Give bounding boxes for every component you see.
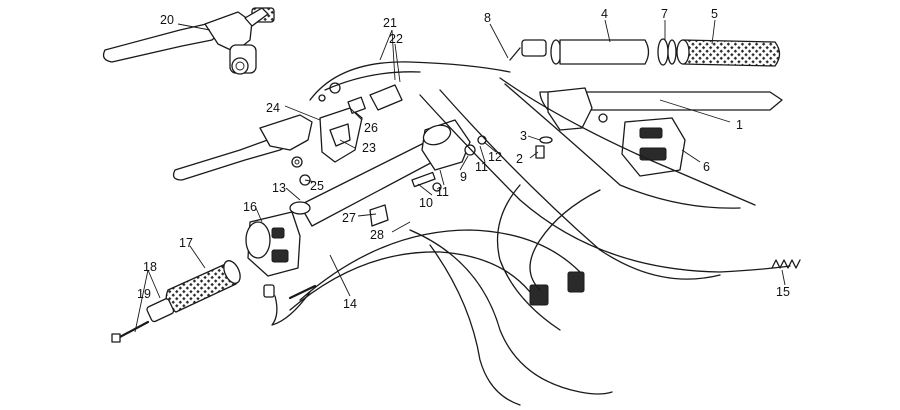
leader-lines xyxy=(134,19,786,333)
callout-7: 7 xyxy=(661,7,668,21)
right-handlebar-tube xyxy=(539,91,783,111)
callout-6: 6 xyxy=(703,160,710,174)
callout-21: 21 xyxy=(383,16,397,30)
front-brake-lever-assembly xyxy=(172,107,363,186)
callout-27: 27 xyxy=(342,211,356,225)
callout-28: 28 xyxy=(370,228,384,242)
callout-11b: 11 xyxy=(475,160,488,174)
screw-and-washer xyxy=(535,136,553,159)
right-grip-assembly xyxy=(521,38,781,67)
cable-spring xyxy=(771,259,801,269)
callout-8: 8 xyxy=(484,11,491,25)
callout-5: 5 xyxy=(711,7,718,21)
callout-15: 15 xyxy=(776,285,790,299)
callout-labels: 1 2 3 4 5 6 7 8 9 10 11 11 12 13 14 15 1… xyxy=(137,7,790,311)
callout-14: 14 xyxy=(343,297,357,311)
callout-20: 20 xyxy=(160,13,174,27)
left-grip-assembly xyxy=(111,260,241,343)
callout-24: 24 xyxy=(266,101,280,115)
callout-26: 26 xyxy=(364,121,378,135)
callout-11a: 11 xyxy=(436,185,449,199)
clutch-lever-assembly xyxy=(102,7,275,75)
right-switch-housing xyxy=(547,87,686,177)
handlebar-clamp xyxy=(411,119,487,192)
callout-4: 4 xyxy=(601,7,608,21)
callout-22: 22 xyxy=(389,32,403,46)
callout-2: 2 xyxy=(516,152,523,166)
electrical-connectors xyxy=(263,271,585,306)
callout-25: 25 xyxy=(310,179,324,193)
callout-13: 13 xyxy=(272,181,286,195)
callout-17: 17 xyxy=(179,236,193,250)
callout-3: 3 xyxy=(520,129,527,143)
callout-10: 10 xyxy=(419,196,433,210)
callout-19: 19 xyxy=(137,287,151,301)
callout-9: 9 xyxy=(460,170,467,184)
left-switch-housing xyxy=(245,201,311,277)
callout-12: 12 xyxy=(488,150,502,164)
cables xyxy=(271,47,791,406)
callout-23: 23 xyxy=(362,141,376,155)
callout-18: 18 xyxy=(143,260,157,274)
callout-1: 1 xyxy=(736,118,743,132)
callout-16: 16 xyxy=(243,200,257,214)
